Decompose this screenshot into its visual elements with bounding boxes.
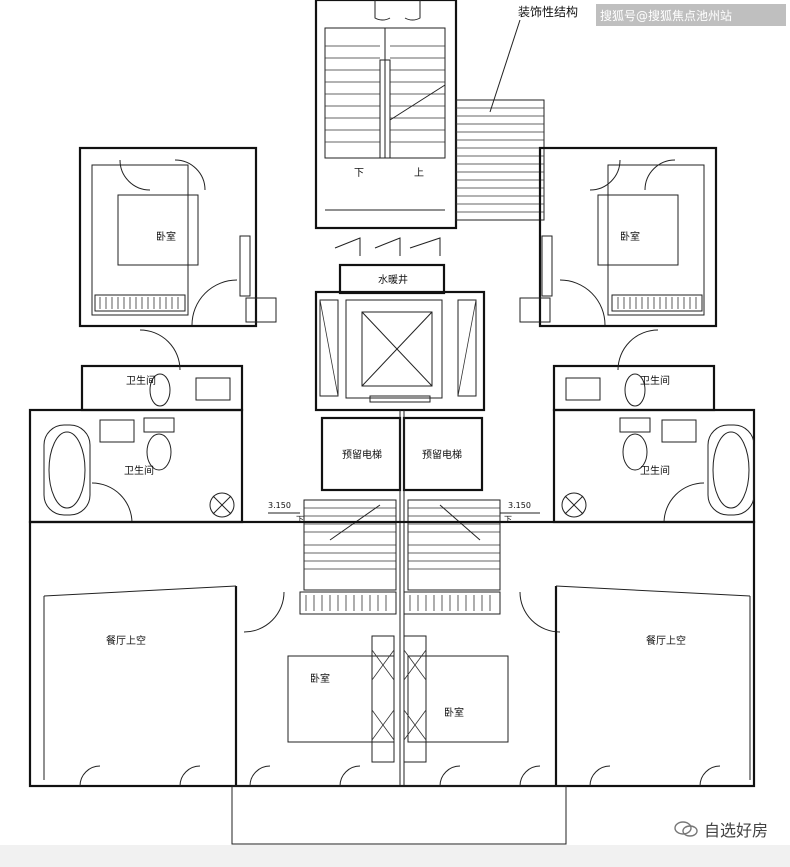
- shaft-label: 水暖井: [378, 273, 408, 286]
- bedroom-right-label: 卧室: [620, 230, 640, 243]
- wechat-icon: [674, 821, 698, 837]
- bath-left-lower-label: 卫生间: [124, 464, 154, 477]
- watermark-text: 搜狐号@搜狐焦点池州站: [600, 8, 732, 23]
- bedroom-center-left-label: 卧室: [310, 672, 330, 685]
- level-right: 3.150: [508, 501, 531, 510]
- central-core: [314, 263, 486, 412]
- void-left-label: 餐厅上空: [106, 634, 146, 647]
- bath-right-lower-label: 卫生间: [640, 464, 670, 477]
- bath-right-upper-label: 卫生间: [640, 374, 670, 387]
- brand-name: 自选好房: [703, 821, 768, 840]
- void-right-label: 餐厅上空: [646, 634, 686, 647]
- stair-up-label: 上: [414, 167, 424, 179]
- level-left-dir: 下: [296, 515, 304, 524]
- bedroom-center-right-label: 卧室: [444, 706, 464, 719]
- lower-outer-walls: [28, 520, 756, 845]
- brand-badge: 自选好房: [674, 817, 768, 841]
- right-bathrooms: [552, 329, 756, 524]
- level-right-dir: 下: [504, 515, 512, 524]
- lower-stairs: [268, 499, 540, 615]
- elevator-right-label: 预留电梯: [422, 448, 462, 461]
- footer-bar: [0, 845, 790, 867]
- top-stair-core: [314, 0, 458, 256]
- bath-left-upper-label: 卫生间: [126, 374, 156, 387]
- watermark-bg: [596, 4, 786, 26]
- lower-center-bedrooms: [243, 591, 561, 763]
- left-upper-unit: [78, 146, 277, 328]
- stair-down-label: 下: [354, 168, 364, 179]
- left-bathrooms: [28, 329, 244, 524]
- level-left: 3.150: [268, 501, 291, 510]
- decorative-structure: [455, 19, 545, 221]
- right-upper-unit: [519, 146, 718, 328]
- elevator-left-label: 预留电梯: [342, 448, 382, 461]
- bedroom-left-label: 卧室: [156, 230, 176, 243]
- decorative-structure-callout: 装饰性结构: [518, 4, 578, 19]
